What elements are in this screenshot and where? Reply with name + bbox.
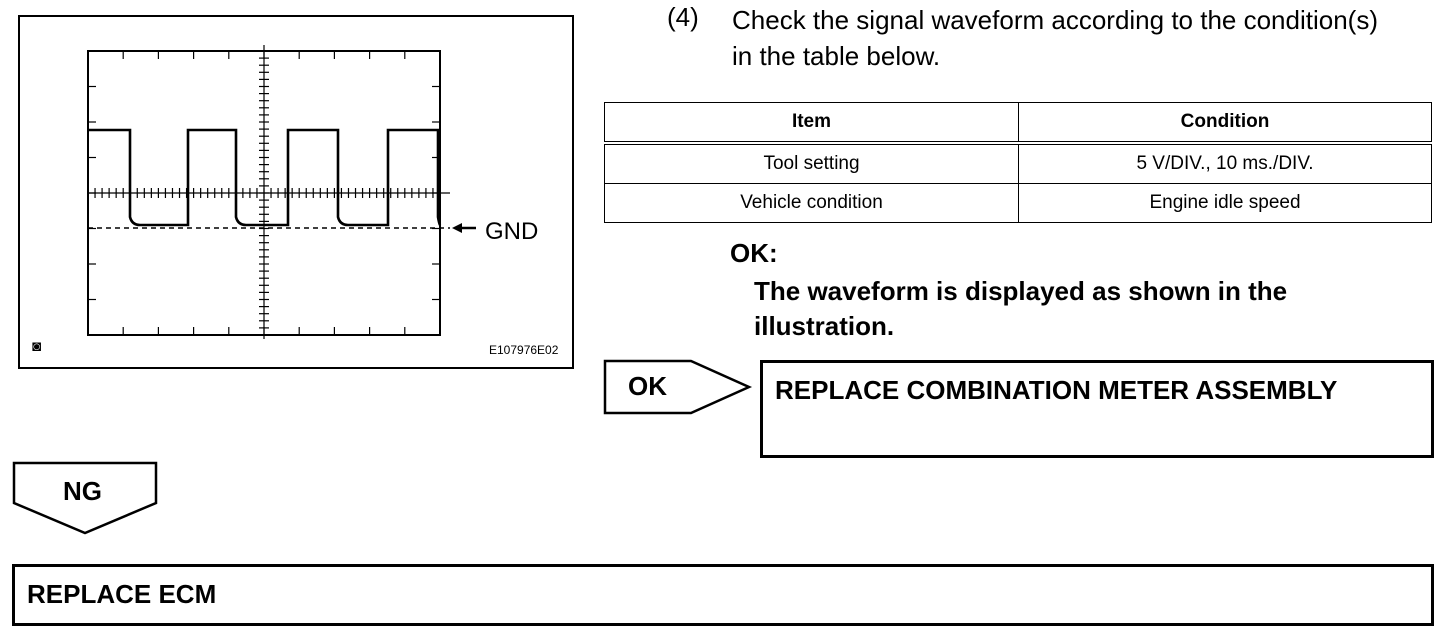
- ng-action-box: REPLACE ECM: [12, 564, 1434, 626]
- ok-branch-label: OK: [628, 371, 667, 401]
- table-cell: Engine idle speed: [1018, 183, 1432, 223]
- table-header-row: Item Condition: [604, 102, 1432, 145]
- table-row: Tool setting 5 V/DIV., 10 ms./DIV.: [604, 142, 1432, 184]
- ok-heading: OK:: [730, 238, 778, 268]
- column-header-condition: Condition: [1018, 102, 1432, 145]
- figure-logo-icon: ◙: [32, 338, 42, 355]
- step-number: (4): [667, 2, 699, 32]
- oscilloscope-screen: [87, 45, 476, 339]
- column-header-item: Item: [604, 102, 1019, 145]
- table-cell: 5 V/DIV., 10 ms./DIV.: [1018, 142, 1432, 184]
- step-instruction: Check the signal waveform according to t…: [732, 5, 1378, 71]
- ng-branch-label: NG: [63, 476, 102, 506]
- gnd-label: GND: [485, 218, 539, 245]
- ng-arrow-icon: [12, 461, 158, 535]
- ng-action-text: REPLACE ECM: [27, 579, 217, 609]
- ok-action-box: REPLACE COMBINATION METER ASSEMBLY: [760, 360, 1434, 458]
- ok-action-text: REPLACE COMBINATION METER ASSEMBLY: [775, 375, 1338, 405]
- signal-waveform: [88, 128, 442, 227]
- table-row: Vehicle condition Engine idle speed: [604, 183, 1432, 223]
- ok-specification: The waveform is displayed as shown in th…: [754, 276, 1288, 341]
- gnd-arrow-icon: [452, 223, 462, 233]
- table-cell: Vehicle condition: [604, 183, 1019, 223]
- waveform-figure: GND ◙ E107976E02: [18, 15, 574, 369]
- condition-table: Item Condition Tool setting 5 V/DIV., 10…: [604, 102, 1432, 223]
- table-cell: Tool setting: [604, 142, 1019, 184]
- figure-id: E107976E02: [489, 343, 559, 357]
- ok-arrow-icon: [603, 359, 753, 415]
